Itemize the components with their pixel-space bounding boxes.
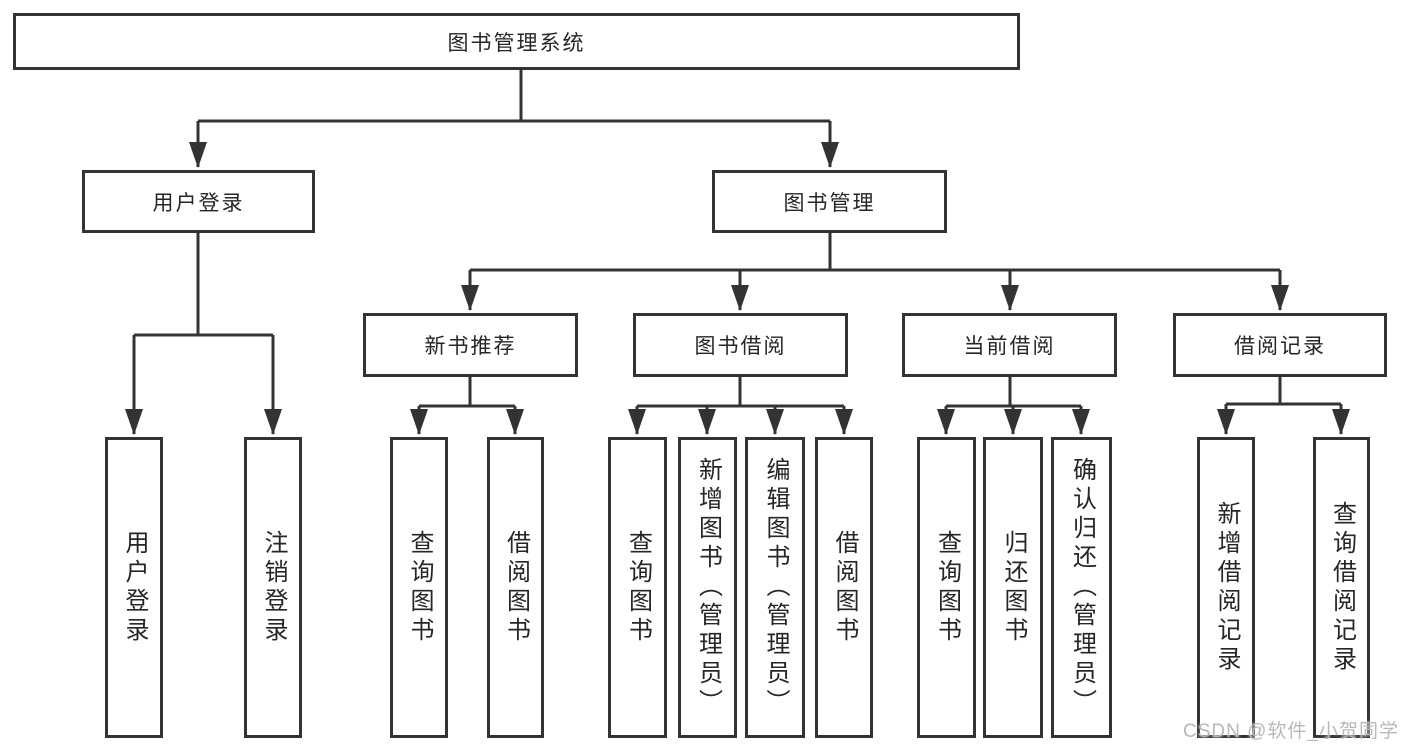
leaf-borrow-books-2: 借阅图书 — [815, 437, 873, 738]
node-book-management-label: 图书管理 — [783, 191, 876, 215]
leaf-add-book-admin-label: 新增图书（管理员） — [694, 457, 722, 718]
leaf-borrow-books-1-label: 借阅图书 — [502, 529, 530, 646]
leaf-query-books-3-label: 查询图书 — [933, 529, 961, 646]
leaf-logout: 注销登录 — [244, 437, 302, 738]
leaf-query-books-3: 查询图书 — [917, 437, 976, 738]
watermark: CSDN @软件_小贺同学 — [1183, 721, 1399, 742]
node-borrow-records-label: 借阅记录 — [1234, 335, 1326, 358]
node-book-borrowing-label: 图书借阅 — [694, 335, 787, 358]
leaf-confirm-return-admin-label: 确认归还（管理员） — [1068, 457, 1096, 718]
leaf-logout-label: 注销登录 — [260, 529, 287, 646]
leaf-query-borrow-record: 查询借阅记录 — [1313, 437, 1370, 738]
leaf-borrow-books-1: 借阅图书 — [487, 437, 544, 738]
leaf-borrow-books-2-label: 借阅图书 — [831, 529, 858, 646]
node-root: 图书管理系统 — [13, 13, 1020, 70]
node-book-management: 图书管理 — [712, 170, 947, 233]
leaf-user-login-label: 用户登录 — [121, 529, 148, 646]
leaf-return-books-label: 归还图书 — [1000, 529, 1027, 646]
leaf-add-book-admin: 新增图书（管理员） — [678, 437, 737, 738]
leaf-query-books-1-label: 查询图书 — [406, 529, 433, 646]
leaf-edit-book-admin: 编辑图书（管理员） — [745, 437, 805, 738]
leaf-edit-book-admin-label: 编辑图书（管理员） — [762, 457, 789, 718]
leaf-add-borrow-record: 新增借阅记录 — [1197, 437, 1255, 738]
leaf-return-books: 归还图书 — [983, 437, 1043, 738]
leaf-user-login: 用户登录 — [105, 437, 163, 738]
node-borrow-records: 借阅记录 — [1173, 313, 1387, 377]
node-current-borrowing: 当前借阅 — [902, 313, 1117, 377]
leaf-query-borrow-record-label: 查询借阅记录 — [1328, 500, 1356, 675]
leaf-confirm-return-admin: 确认归还（管理员） — [1051, 437, 1112, 738]
node-book-borrowing: 图书借阅 — [633, 313, 848, 377]
leaf-query-books-2-label: 查询图书 — [624, 529, 652, 646]
node-new-books: 新书推荐 — [363, 313, 578, 377]
node-user-login: 用户登录 — [82, 170, 315, 233]
leaf-query-books-1: 查询图书 — [390, 437, 448, 738]
node-new-books-label: 新书推荐 — [424, 335, 517, 358]
leaf-add-borrow-record-label: 新增借阅记录 — [1213, 500, 1240, 675]
node-root-label: 图书管理系统 — [447, 31, 586, 55]
leaf-query-books-2: 查询图书 — [608, 437, 667, 738]
node-user-login-label: 用户登录 — [152, 191, 245, 215]
node-current-borrowing-label: 当前借阅 — [963, 335, 1056, 358]
